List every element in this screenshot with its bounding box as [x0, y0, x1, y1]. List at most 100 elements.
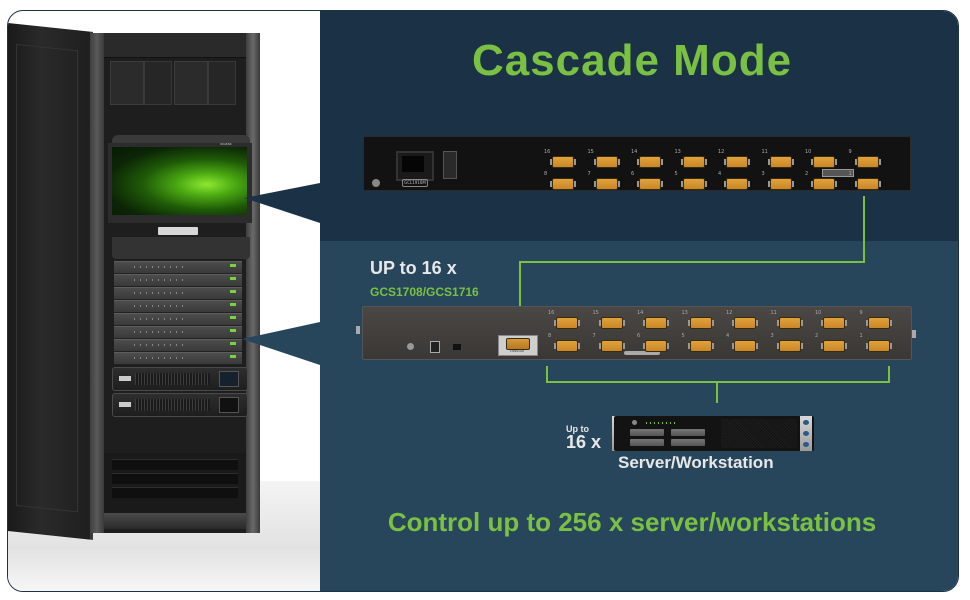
port-number: 14	[637, 310, 644, 316]
ground-screw-icon	[407, 343, 414, 350]
port-number: 1	[859, 333, 863, 339]
vga-port	[778, 340, 801, 352]
footer-tagline: Control up to 256 x server/workstations	[387, 507, 877, 537]
ups-unit	[112, 367, 248, 391]
usb-port	[430, 341, 440, 353]
rack-rail-left	[90, 33, 104, 533]
cascade-count-label: UP to 16 x	[370, 258, 457, 278]
port-number: 6	[631, 171, 635, 177]
vga-port	[823, 340, 845, 352]
kvm-switch-unit	[114, 339, 242, 352]
console-port	[506, 338, 530, 350]
kvm-switch-unit	[114, 300, 242, 313]
power-switch	[443, 151, 457, 179]
port-number: 16	[548, 310, 555, 316]
vga-port	[639, 178, 661, 190]
port-number: 4	[718, 171, 722, 177]
mount-ear-right	[912, 330, 916, 338]
cascade-line-vertical-master	[863, 196, 865, 262]
port-number: 5	[674, 171, 678, 177]
port-number: 11	[761, 149, 768, 155]
cascade-line-horizontal	[519, 261, 865, 263]
vga-port	[556, 340, 578, 352]
model-plate: GCL1916M	[402, 179, 428, 187]
server-leds	[646, 422, 676, 424]
dc-power-jack	[453, 344, 461, 350]
kvm-switch-unit	[114, 261, 242, 274]
drive-blank	[144, 61, 172, 105]
server-power-knob	[632, 420, 637, 425]
port-number: 5	[681, 333, 685, 339]
server-drive-bay	[671, 429, 705, 436]
kvm-brand: IOGEAR	[220, 142, 232, 146]
port-number: 9	[848, 149, 852, 155]
port-number: 16	[544, 149, 551, 155]
vga-port	[689, 317, 712, 329]
port-number: 6	[637, 333, 641, 339]
vga-port	[595, 178, 618, 190]
rack-door-glass	[16, 43, 78, 513]
vga-port	[645, 317, 667, 329]
cascade-line-vertical-console	[519, 261, 521, 340]
port-number: 7	[587, 171, 591, 177]
vga-port	[813, 178, 835, 190]
port-number: 12	[718, 149, 725, 155]
port-number: 11	[770, 310, 777, 316]
bracket-stem	[716, 381, 718, 403]
vga-port	[639, 156, 661, 168]
cascade-port-plate	[822, 169, 854, 177]
rack-rail-right	[246, 33, 260, 533]
vga-port	[600, 340, 623, 352]
server-drive-bay	[671, 439, 705, 446]
vga-port	[734, 317, 756, 329]
vga-port	[823, 317, 845, 329]
server-up-to: Up to	[566, 424, 589, 434]
vga-port	[813, 156, 835, 168]
server-grille	[721, 419, 797, 448]
bracket-left	[546, 366, 548, 382]
kvm-switch-unit	[114, 352, 242, 365]
port-number: 1	[848, 171, 852, 177]
port-number: 14	[631, 149, 638, 155]
port-number: 8	[544, 171, 548, 177]
vga-port	[734, 340, 756, 352]
port-number: 7	[592, 333, 596, 339]
port-number: 13	[681, 310, 688, 316]
vga-port	[595, 156, 618, 168]
vga-port	[552, 178, 574, 190]
port-number: 10	[805, 149, 812, 155]
vga-port	[726, 178, 748, 190]
kvm-control-buttons	[158, 227, 198, 235]
port-number: 8	[548, 333, 552, 339]
panel-top-master	[320, 11, 958, 241]
drive-blank	[208, 61, 236, 105]
vga-port	[769, 178, 792, 190]
page-title: Cascade Mode	[471, 36, 793, 85]
rack-top-panel	[104, 33, 246, 58]
rack-base	[104, 513, 246, 529]
vga-port	[645, 340, 667, 352]
port-number: 12	[726, 310, 733, 316]
port-number: 2	[805, 171, 809, 177]
server-count: 16 x	[566, 432, 602, 452]
vga-port	[552, 156, 574, 168]
vga-port	[600, 317, 623, 329]
cascade-models: GCS1708/GCS1716	[370, 285, 479, 299]
ups-unit	[112, 393, 248, 417]
port-number: 15	[592, 310, 599, 316]
vga-port	[867, 340, 890, 352]
vga-port	[726, 156, 748, 168]
vent-slot	[112, 487, 238, 498]
vga-port	[689, 340, 712, 352]
vga-port	[682, 156, 705, 168]
drive-bay	[110, 61, 144, 105]
kvm-switch-unit	[114, 326, 242, 339]
infographic-card: IOGEAR	[7, 10, 959, 592]
port-number: 2	[815, 333, 819, 339]
kvm-switch-unit	[114, 313, 242, 326]
port-number: 13	[674, 149, 681, 155]
kvm-screen	[112, 147, 247, 215]
mount-ear-left	[356, 326, 360, 334]
drive-bay	[174, 61, 208, 105]
vga-port	[856, 178, 879, 190]
